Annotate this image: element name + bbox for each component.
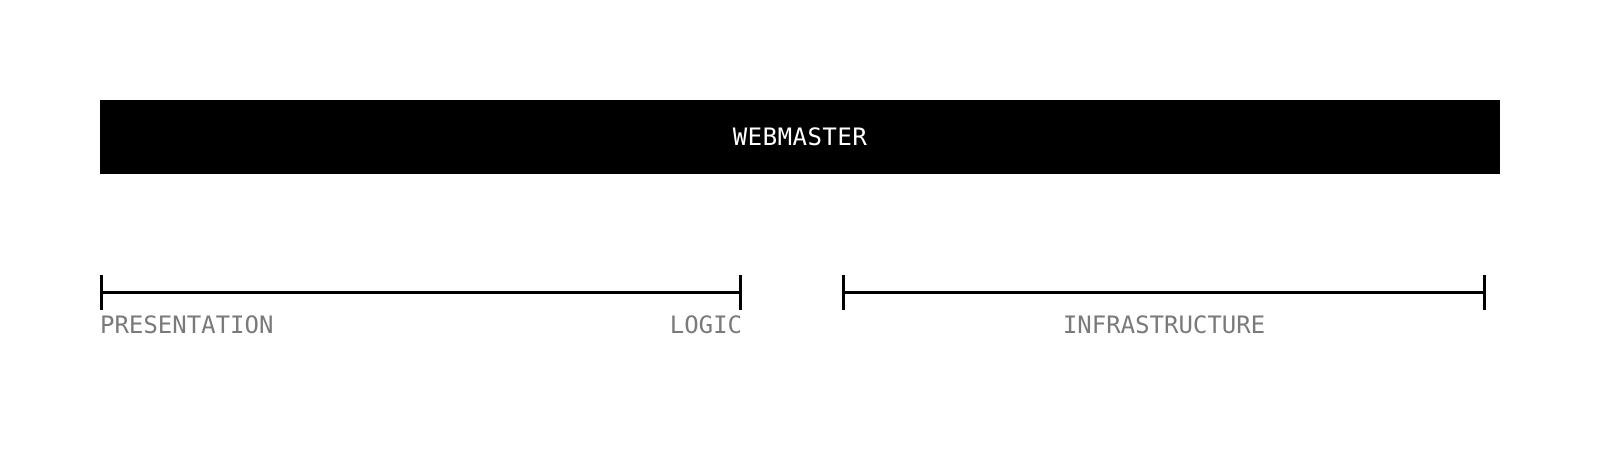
banner-label: WEBMASTER <box>732 123 868 151</box>
logic-label: LOGIC <box>669 311 742 339</box>
presentation-logic-labels: PRESENTATION LOGIC <box>100 311 742 339</box>
infrastructure-label: INFRASTRUCTURE <box>1062 311 1266 339</box>
presentation-logic-axis-span <box>100 275 742 310</box>
infrastructure-labels: INFRASTRUCTURE <box>842 311 1486 339</box>
presentation-label: PRESENTATION <box>100 311 274 339</box>
webmaster-banner: WEBMASTER <box>100 100 1500 174</box>
infrastructure-axis-span <box>842 275 1486 310</box>
